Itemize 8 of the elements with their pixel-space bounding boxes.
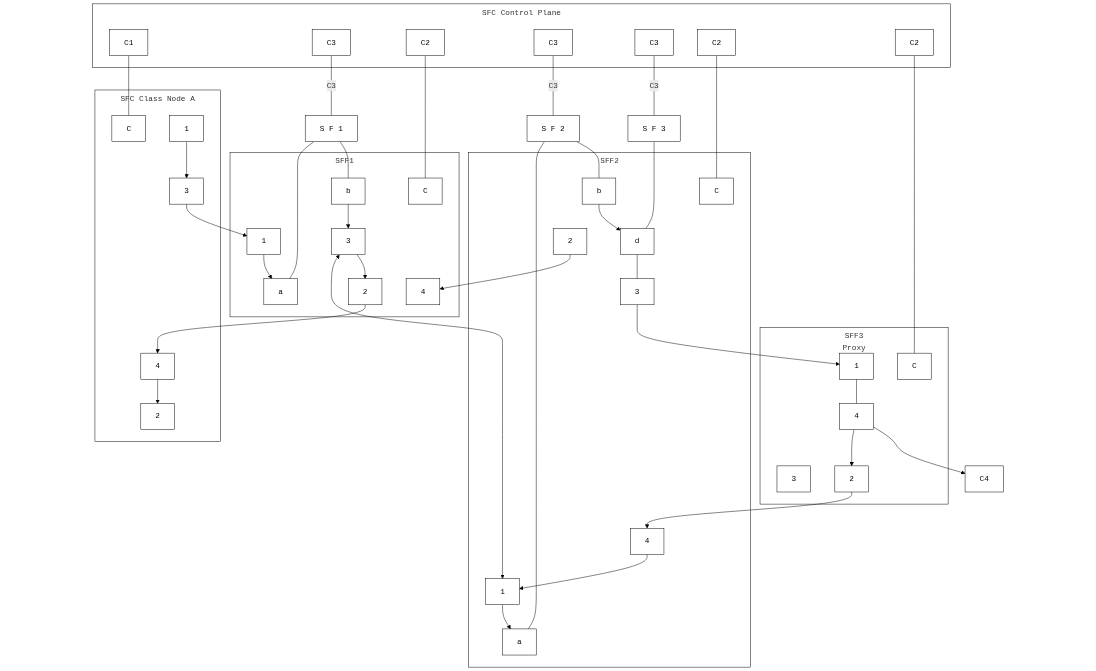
connector bbox=[576, 141, 600, 179]
connector bbox=[425, 55, 426, 179]
connector bbox=[289, 141, 315, 279]
connector bbox=[914, 55, 915, 354]
connector bbox=[339, 141, 349, 179]
connector bbox=[128, 55, 129, 116]
connector bbox=[716, 55, 717, 179]
connector bbox=[331, 55, 332, 116]
